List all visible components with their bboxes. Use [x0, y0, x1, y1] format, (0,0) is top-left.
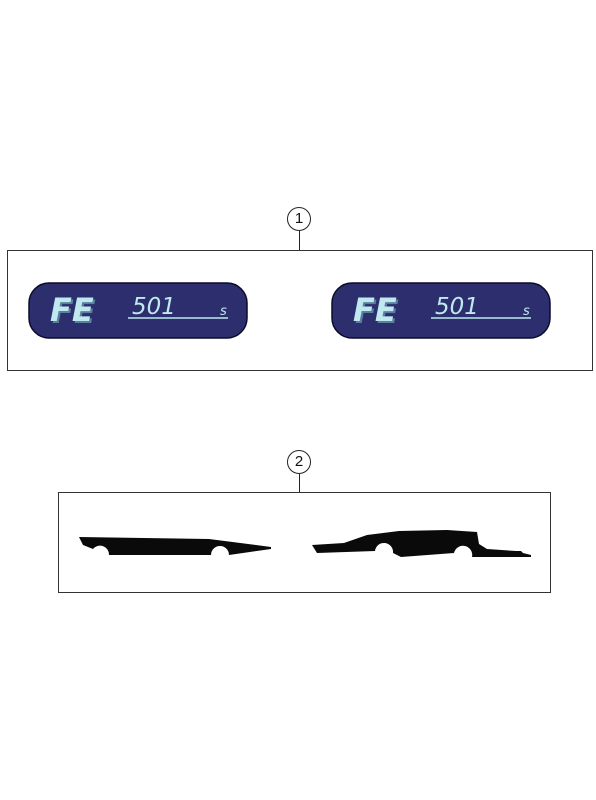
- decal-right-suffix: s: [523, 304, 530, 319]
- silhouette-decals: [79, 530, 531, 557]
- decal-left-fe: FE: [50, 291, 94, 329]
- decal-left-graphic: FE FE 501 s: [28, 282, 248, 339]
- decal-right-graphic: FE FE 501 s: [331, 282, 551, 339]
- callout-2-label: 2: [294, 453, 304, 470]
- decal-left-fe-shadow: FE: [52, 293, 96, 331]
- callout-1-label: 1: [294, 210, 304, 227]
- decal-right: FE FE 501 s: [331, 282, 553, 340]
- callout-2-leader: [299, 474, 300, 493]
- callout-2: 2: [287, 450, 311, 474]
- decal-left-model: 501: [132, 294, 176, 320]
- decal-left: FE FE 501 s: [28, 282, 250, 340]
- silhouette-decal-left: [79, 537, 271, 555]
- callout-1: 1: [287, 207, 311, 231]
- decal-right-fe: FE: [353, 291, 397, 329]
- decal-right-model: 501: [435, 294, 479, 320]
- decal-right-fe-shadow: FE: [355, 293, 399, 331]
- part-1-panel: FE FE 501 s FE FE 501: [7, 250, 593, 371]
- callout-1-leader: [299, 231, 300, 251]
- silhouette-decal-right: [312, 530, 531, 557]
- part-2-panel: [58, 492, 551, 593]
- decal-left-suffix: s: [220, 304, 227, 319]
